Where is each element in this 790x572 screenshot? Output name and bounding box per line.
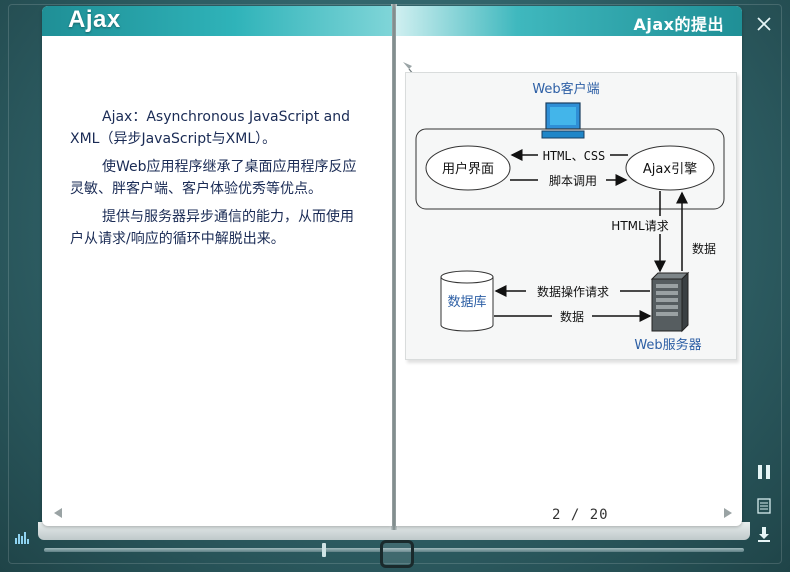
client-box [415,128,725,210]
db-request-label: 数据操作请求 [537,284,609,299]
right-header-title: Ajax的提出 [633,15,724,34]
pause-button[interactable] [754,462,774,482]
prev-page-icon[interactable] [54,508,62,518]
page-progress-handle[interactable] [322,543,326,557]
page-content: Ajax：Asynchronous JavaScript and XML（异步J… [70,106,360,256]
ui-node [425,145,511,191]
data-down-label: 数据 [560,309,584,324]
ui-label: 用户界面 [442,161,494,177]
page-indicator: 2 / 20 [552,507,609,523]
data-up-label: 数据 [692,241,716,256]
left-header-title: Ajax [68,6,121,33]
right-page-header: Ajax的提出 [396,6,742,36]
page-progress-bar[interactable] [44,548,744,552]
database-icon [440,270,494,332]
left-page [42,6,392,526]
content-paragraph-1: Ajax：Asynchronous JavaScript and XML（异步J… [70,109,350,147]
engine-label: Ajax引擎 [643,162,697,177]
download-icon [758,527,770,542]
script-call-label: 脚本调用 [549,173,597,188]
close-button[interactable] [752,12,776,36]
contents-icon [757,498,771,514]
book-base [38,522,750,540]
diagram-svg: Web客户端 用户界面 Ajax引擎 HTML、CSS 脚本调用 [415,81,725,353]
html-css-label: HTML、CSS [543,149,606,163]
next-page-icon[interactable] [724,508,732,518]
book-spine [391,4,397,530]
content-paragraph-2: 使Web应用程序继承了桌面应用程序反应灵敏、胖客户端、客户体验优秀等优点。 [70,159,357,197]
client-label: Web客户端 [532,81,599,97]
server-label: Web服务器 [634,337,701,353]
download-button[interactable] [754,524,774,544]
content-paragraph-3: 提供与服务器异步通信的能力，从而使用户从请求/响应的循环中解脱出来。 [70,209,354,247]
db-label: 数据库 [447,294,486,310]
ajax-architecture-diagram: Web客户端 用户界面 Ajax引擎 HTML、CSS 脚本调用 [405,72,737,360]
close-icon [757,17,771,31]
server-icon [650,271,690,333]
left-page-header: Ajax [42,6,392,36]
pause-icon [758,465,770,479]
book-clip [380,540,414,568]
equalizer-icon[interactable] [14,530,30,544]
computer-icon [541,102,585,139]
html-request-label: HTML请求 [611,219,668,233]
engine-node [625,145,715,191]
contents-button[interactable] [754,496,774,516]
